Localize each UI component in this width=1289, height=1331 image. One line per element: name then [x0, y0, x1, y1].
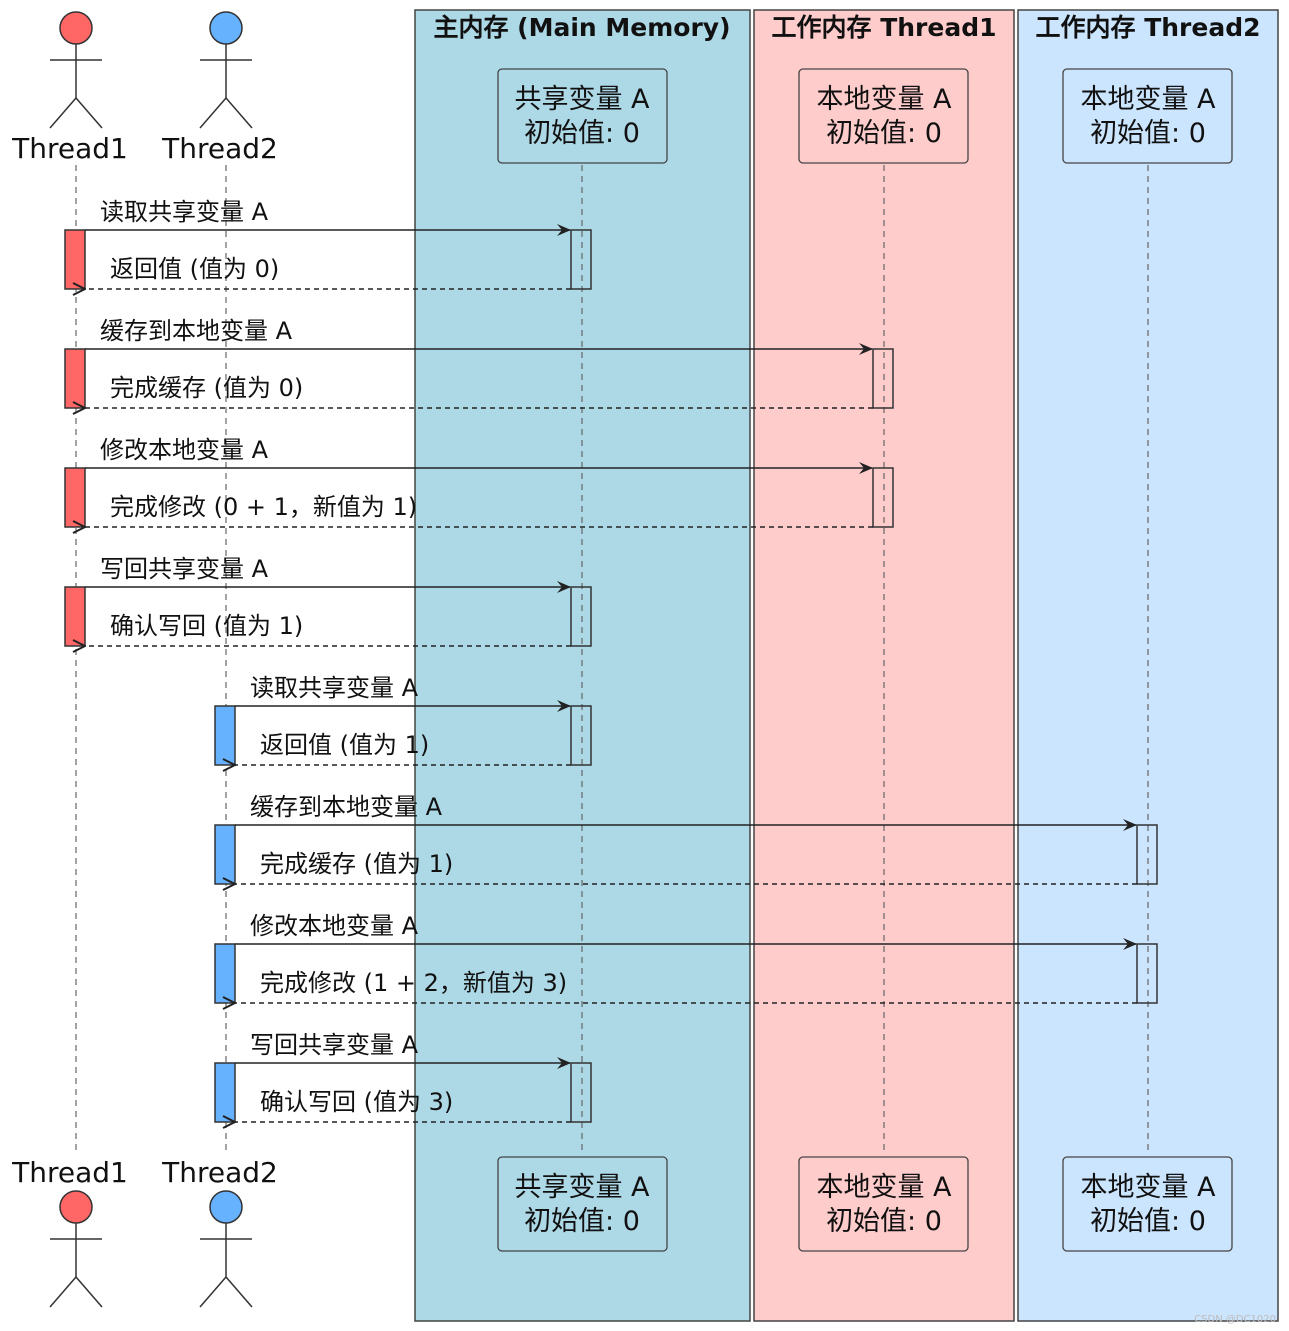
activation-bar-thread2: [214, 705, 236, 766]
request-label: 写回共享变量 A: [250, 1031, 419, 1059]
actor-head-icon: [209, 1190, 243, 1224]
activation-bar-thread2: [214, 1062, 236, 1123]
request-label: 读取共享变量 A: [250, 674, 419, 702]
participant-shared-name: 共享变量 A: [514, 84, 650, 115]
activation-bar-local2: [1136, 824, 1158, 885]
activation-bar-local1: [872, 348, 894, 409]
participant-shared-bottom: 共享变量 A 初始值: 0: [497, 1156, 668, 1252]
actor-head-icon: [59, 1190, 93, 1224]
reply-label: 完成缓存 (值为 0): [110, 374, 303, 402]
activation-bar-shared: [570, 1062, 592, 1123]
reply-label: 完成修改 (0 + 1，新值为 1): [110, 493, 417, 521]
participant-local1-bottom-name: 本地变量 A: [816, 1172, 952, 1203]
message-pair: 缓存到本地变量 A 完成缓存 (值为 0): [64, 317, 894, 409]
box-thread1-memory-title: 工作内存 Thread1: [771, 13, 996, 42]
participant-local1-bottom-initial: 初始值: 0: [826, 1206, 942, 1237]
reply-label: 返回值 (值为 1): [260, 731, 429, 759]
actor-thread2-label: Thread2: [161, 132, 278, 165]
actor-thread1-top: Thread1: [11, 11, 128, 165]
activation-bar-thread2: [214, 824, 236, 885]
lifelines: [75, 165, 1149, 1155]
participant-local1-bottom: 本地变量 A 初始值: 0: [798, 1156, 969, 1252]
actor-thread2-top: Thread2: [161, 11, 278, 165]
activation-bar-shared: [570, 229, 592, 290]
participant-local2-initial: 初始值: 0: [1090, 118, 1206, 149]
reply-label: 确认写回 (值为 1): [110, 612, 303, 640]
participant-shared-bottom-initial: 初始值: 0: [524, 1206, 640, 1237]
request-label: 缓存到本地变量 A: [100, 317, 293, 345]
box-main-memory-title: 主内存 (Main Memory): [433, 13, 730, 42]
request-label: 读取共享变量 A: [100, 198, 269, 226]
message-pair: 修改本地变量 A 完成修改 (1 + 2，新值为 3): [214, 912, 1158, 1004]
actor-thread1-bottom: Thread1: [11, 1156, 128, 1308]
request-label: 写回共享变量 A: [100, 555, 269, 583]
participant-shared-initial: 初始值: 0: [524, 118, 640, 149]
participant-shared-bottom-name: 共享变量 A: [514, 1172, 650, 1203]
participant-local2-top: 本地变量 A 初始值: 0: [1062, 68, 1233, 164]
message-pair: 读取共享变量 A 返回值 (值为 0): [64, 198, 592, 290]
participant-shared-top: 共享变量 A 初始值: 0: [497, 68, 668, 164]
message-pair: 修改本地变量 A 完成修改 (0 + 1，新值为 1): [64, 436, 894, 528]
request-label: 修改本地变量 A: [100, 436, 269, 464]
reply-label: 完成缓存 (值为 1): [260, 850, 453, 878]
message-pair: 写回共享变量 A 确认写回 (值为 1): [64, 555, 592, 647]
actor-head-icon: [59, 11, 93, 45]
messages: 读取共享变量 A 返回值 (值为 0) 缓存到本地变量 A 完成缓存 (值为 0) 修改…: [64, 198, 1158, 1123]
participant-local1-name: 本地变量 A: [816, 84, 952, 115]
actor-thread2-bottom-label: Thread2: [161, 1156, 278, 1189]
reply-label: 完成修改 (1 + 2，新值为 3): [260, 969, 567, 997]
activation-bar-thread1: [64, 348, 86, 409]
participant-local2-bottom-name: 本地变量 A: [1080, 1172, 1216, 1203]
participant-local2-bottom: 本地变量 A 初始值: 0: [1062, 1156, 1233, 1252]
activation-bar-shared: [570, 705, 592, 766]
reply-label: 确认写回 (值为 3): [260, 1088, 453, 1116]
activation-bar-shared: [570, 586, 592, 647]
actor-head-icon: [209, 11, 243, 45]
participant-local1-top: 本地变量 A 初始值: 0: [798, 68, 969, 164]
request-label: 修改本地变量 A: [250, 912, 419, 940]
activation-bar-thread1: [64, 467, 86, 528]
watermark: CSDN @DC1020: [1194, 1314, 1276, 1325]
box-thread2-memory-title: 工作内存 Thread2: [1035, 13, 1260, 42]
reply-label: 返回值 (值为 0): [110, 255, 279, 283]
activation-bar-local2: [1136, 943, 1158, 1004]
participant-local1-initial: 初始值: 0: [826, 118, 942, 149]
activation-bar-thread1: [64, 586, 86, 647]
activation-bar-thread2: [214, 943, 236, 1004]
request-label: 缓存到本地变量 A: [250, 793, 443, 821]
message-pair: 写回共享变量 A 确认写回 (值为 3): [214, 1031, 592, 1123]
activation-bar-local1: [872, 467, 894, 528]
actor-thread1-bottom-label: Thread1: [11, 1156, 128, 1189]
participant-local2-name: 本地变量 A: [1080, 84, 1216, 115]
message-pair: 读取共享变量 A 返回值 (值为 1): [214, 674, 592, 766]
message-pair: 缓存到本地变量 A 完成缓存 (值为 1): [214, 793, 1158, 885]
participant-local2-bottom-initial: 初始值: 0: [1090, 1206, 1206, 1237]
actor-thread2-bottom: Thread2: [161, 1156, 278, 1308]
activation-bar-thread1: [64, 229, 86, 290]
actor-thread1-label: Thread1: [11, 132, 128, 165]
